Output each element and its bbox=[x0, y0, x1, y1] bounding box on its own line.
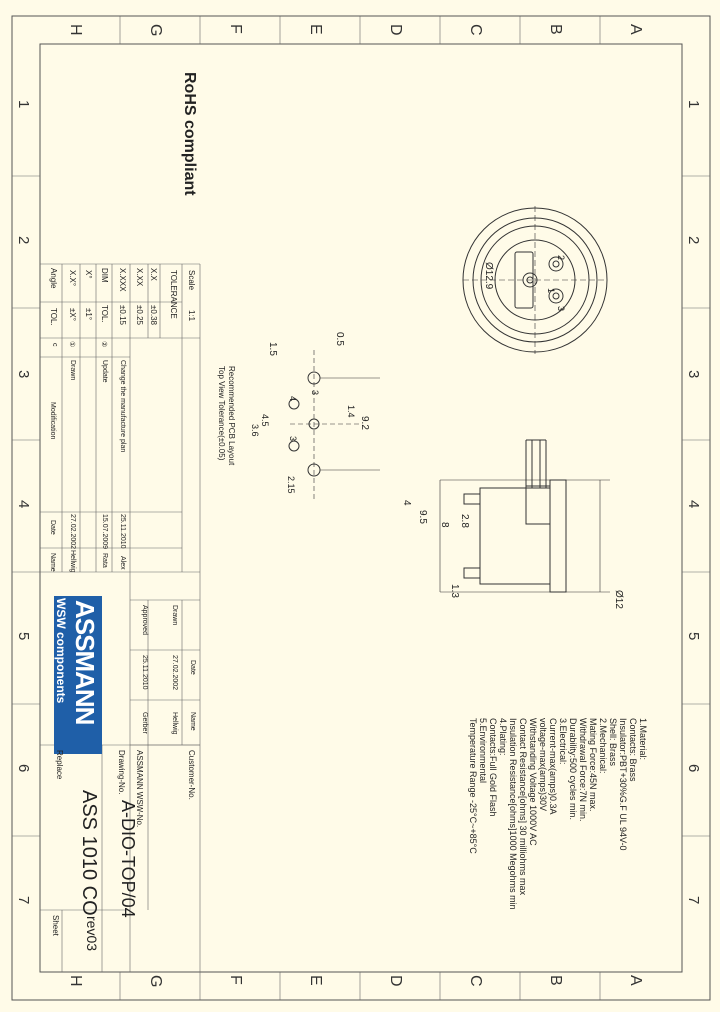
pin-label-1: 1 bbox=[546, 288, 556, 294]
note-line: 5.Environmental bbox=[478, 718, 488, 784]
pcb-caption-2: Top View Tolerance(±0.05) bbox=[217, 366, 226, 461]
tolerance-header: TOLERANCE bbox=[169, 270, 178, 319]
rev-row-1-name: Alex bbox=[119, 556, 126, 570]
note-line: Contacts: Brass bbox=[628, 718, 638, 782]
rev-row-3-mark: ① bbox=[68, 341, 75, 348]
note-line: Mating Force:45N max. bbox=[588, 718, 598, 812]
tol-val-0: ±0.38 bbox=[149, 305, 158, 325]
pcb-dim-9-2: 9.2 bbox=[359, 416, 370, 430]
tol-dim-5: X.X° bbox=[68, 270, 77, 287]
note-line: Insulation Resistance[ohms]1000 Megohms … bbox=[508, 718, 518, 910]
note-line: Contacts:Full Gold Flash bbox=[488, 718, 498, 817]
front-diameter-label: Ø12.9 bbox=[483, 262, 494, 290]
side-dim-2-8: 2.8 bbox=[459, 514, 470, 528]
rev-row-3-date: 27.02.2002 bbox=[69, 514, 76, 550]
sig-name-label: Name bbox=[189, 712, 196, 731]
pin-label-2: 2 bbox=[556, 255, 566, 261]
side-dim-4: 4 bbox=[401, 500, 412, 506]
rev-row-1-text: Change the manufacture plan bbox=[119, 360, 126, 453]
sig-approved-label: Approved bbox=[141, 605, 148, 635]
tol-val-4: ±1° bbox=[84, 308, 93, 321]
rev-row-3-text: Drawn bbox=[69, 360, 76, 381]
tol-val-3: TOL. bbox=[100, 305, 109, 323]
rev-row-2-text: Update bbox=[101, 360, 108, 383]
pin-label-3: 3 bbox=[556, 306, 566, 312]
tol-dim-1: X.XX bbox=[135, 268, 144, 287]
logo-main-text: ASSMANN bbox=[70, 600, 100, 725]
side-view-drawing bbox=[439, 439, 610, 593]
rev-col-c: c bbox=[51, 343, 58, 347]
note-line: 2.Mechanical: bbox=[598, 718, 608, 774]
tol-dim-2: X.XXX bbox=[118, 268, 127, 292]
pcb-dim-3-6: 3.6 bbox=[250, 424, 260, 437]
tol-dim-0: X.X bbox=[149, 268, 158, 281]
rev-row-2-name: Rata bbox=[101, 553, 108, 568]
tol-val-5: ±X° bbox=[68, 308, 77, 321]
tol-val-6: TOL. bbox=[49, 308, 58, 326]
note-line: Temperature Range -25°C~+85°C bbox=[468, 718, 478, 854]
rev-col-date: Date bbox=[49, 520, 56, 535]
tol-val-2: ±0.15 bbox=[118, 305, 127, 325]
rev-row-2-mark: ② bbox=[100, 341, 107, 348]
wsw-no-value: A-DIO-TOP/04 bbox=[118, 800, 138, 918]
sig-drawn-name: Hellwig bbox=[171, 712, 178, 735]
tol-val-1: ±0.25 bbox=[135, 305, 144, 325]
pcb-caption-1: Recommended PCB Layout bbox=[227, 366, 236, 466]
assmann-logo: ASSMANN WSW components bbox=[54, 596, 102, 754]
pcb-dim-0-5: 0.5 bbox=[334, 332, 345, 346]
sig-drawn-label: Drawn bbox=[171, 605, 178, 626]
tol-dim-4: X° bbox=[84, 270, 93, 279]
pcb-dim-3b: 3 bbox=[310, 390, 320, 396]
pcb-dim-1-4: 1.4 bbox=[346, 405, 356, 418]
note-line: 3.Electrical: bbox=[558, 718, 568, 765]
pcb-dim-3a: 3 bbox=[288, 436, 298, 442]
pcb-dim-1-5: 1.5 bbox=[267, 342, 278, 356]
drawing-no-value: ASS 1010 CO bbox=[78, 790, 100, 916]
rev-col-modification: Modification bbox=[49, 402, 56, 440]
pcb-layout-drawing bbox=[288, 350, 380, 500]
customer-no-label: Customer-No. bbox=[187, 750, 196, 800]
note-line: Withdrawal Force:7N min. bbox=[578, 718, 588, 822]
pcb-dim-4-5: 4.5 bbox=[260, 414, 270, 427]
tol-dim-3: DIM bbox=[100, 268, 109, 283]
side-dim-diameter: Ø12 bbox=[613, 590, 624, 609]
note-line: 1.Material: bbox=[638, 718, 648, 761]
note-line: Insulator:PBT+30%G.F UL 94V-0 bbox=[618, 718, 628, 851]
pcb-dim-2-15: 2.15 bbox=[286, 476, 296, 494]
rev-row-2-date: 15.07.2009 bbox=[101, 514, 108, 550]
front-view-drawing bbox=[462, 206, 608, 354]
logo-sub-text: WSW components bbox=[54, 598, 68, 704]
revision-value: rev03 bbox=[84, 916, 100, 952]
sig-approved-date: 25.11.2010 bbox=[141, 655, 148, 690]
note-line: Contact Resistance[ohms] 30 milliohms ma… bbox=[518, 718, 528, 896]
replace-label: Replace bbox=[55, 750, 64, 780]
rohs-label: RoHS compliant bbox=[181, 72, 198, 196]
side-dim-1-3: 1.3 bbox=[449, 584, 460, 598]
rev-col-name: Name bbox=[49, 553, 56, 572]
side-dim-9-5: 9.5 bbox=[417, 510, 428, 524]
tol-dim-6: Angle bbox=[49, 268, 58, 289]
note-line: Current-max(amps)0.3A bbox=[548, 718, 558, 815]
note-line: Withstanding Voltage 1000V AC bbox=[528, 718, 538, 846]
rev-row-3-name: Hellwig bbox=[69, 550, 76, 573]
sig-approved-name: Gerber bbox=[141, 712, 148, 734]
pcb-dim-4: 4 bbox=[288, 396, 298, 402]
sig-date-label: Date bbox=[189, 660, 196, 675]
sheet-label: Sheet bbox=[51, 915, 60, 936]
note-line: voltage-max(amps)30V bbox=[538, 718, 548, 812]
rev-row-1-date: 25.11.2010 bbox=[119, 514, 126, 549]
scale-label: Scale bbox=[187, 270, 196, 291]
note-line: 4.Plating: bbox=[498, 718, 508, 756]
scale-value: 1:1 bbox=[187, 310, 196, 322]
drawing-no-label: Drawing-No. bbox=[117, 750, 126, 795]
sig-drawn-date: 27.02.2002 bbox=[171, 655, 178, 691]
note-line: Durability:500 cycles min. bbox=[568, 718, 578, 821]
note-line: Shell: Brass bbox=[608, 718, 618, 767]
side-dim-8: 8 bbox=[439, 522, 450, 528]
